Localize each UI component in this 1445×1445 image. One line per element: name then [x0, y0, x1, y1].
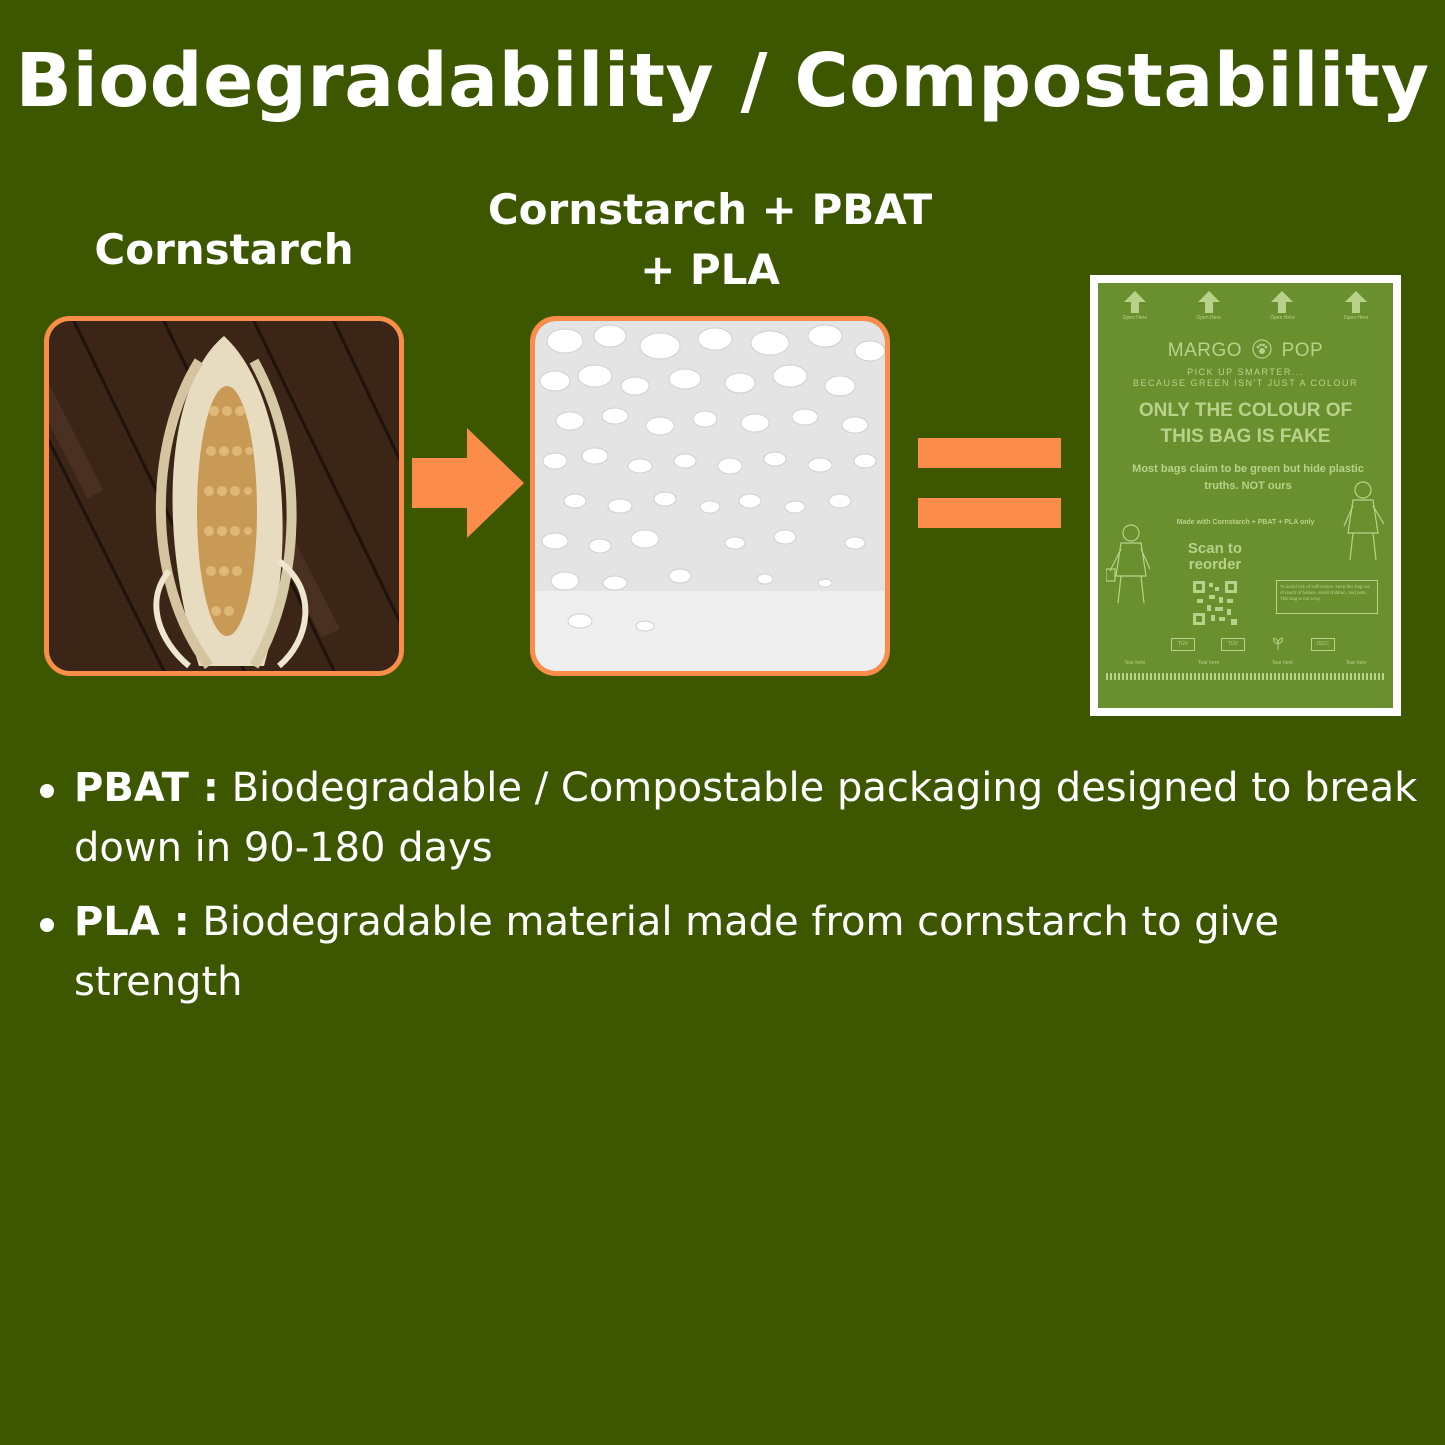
open-here-label: Open Here: [1343, 315, 1369, 321]
page-title: Biodegradability / Compostability: [15, 38, 1430, 124]
equals-bar-bottom: [918, 498, 1061, 528]
up-arrow-icon: [1197, 291, 1220, 313]
equals-bar-top: [918, 438, 1061, 468]
bag-print: Open Here Open Here Open Here Open Here …: [1098, 283, 1393, 708]
bag-mockup: Open Here Open Here Open Here Open Here …: [1090, 275, 1401, 716]
term-pla: PLA :: [74, 899, 190, 945]
tear-here-label: Tear here: [1198, 660, 1220, 666]
qr-code-icon[interactable]: [1193, 581, 1237, 625]
seedling-logo-icon: [1273, 637, 1283, 650]
brand-name: MARGO POP: [1098, 339, 1393, 362]
up-arrow-icon: [1345, 291, 1368, 313]
pellets-illustration: [535, 321, 885, 671]
term-pbat: PBAT :: [74, 765, 219, 811]
up-arrow-icon: [1123, 291, 1146, 313]
tear-here-label: Tear here: [1345, 660, 1367, 666]
suffocation-warning: To avoid risk of suffocation, keep this …: [1276, 580, 1378, 614]
corn-illustration: [49, 321, 399, 671]
scan-to-reorder: Scan to reorder: [1187, 540, 1243, 573]
open-here-row: Open Here Open Here Open Here Open Here: [1098, 291, 1393, 321]
list-item-pbat: PBAT : Biodegradable / Compostable packa…: [38, 758, 1418, 878]
tuv-logo: TÜV: [1221, 637, 1245, 651]
open-here-label: Open Here: [1270, 315, 1295, 321]
hazmat-figure-icon: [1343, 481, 1385, 561]
list-item-pla: PLA : Biodegradable material made from c…: [38, 892, 1418, 1012]
bag-made-with: Made with Cornstarch + PBAT + PLA only: [1176, 519, 1315, 526]
open-here-label: Open Here: [1196, 315, 1221, 321]
mix-label-line2: + PLA: [640, 245, 780, 294]
tear-here-label: Tear here: [1124, 660, 1146, 666]
up-arrow-icon: [1271, 291, 1294, 313]
brand-right: POP: [1281, 340, 1324, 361]
tear-here-row: Tear here Tear here Tear here Tear here: [1098, 660, 1393, 666]
certification-logos: TÜV TÜV ISCC: [1158, 635, 1348, 653]
tuv-logo: TÜV: [1171, 637, 1195, 651]
hazmat-figure-icon: [1106, 524, 1151, 604]
definition-list: PBAT : Biodegradable / Compostable packa…: [38, 758, 1418, 1026]
mix-label: Cornstarch + PBAT + PLA: [470, 180, 950, 300]
bag-subline: Most bags claim to be green but hide pla…: [1132, 463, 1364, 492]
tear-here-label: Tear here: [1271, 660, 1293, 666]
paw-logo-icon: [1252, 339, 1272, 359]
open-here-label: Open Here: [1122, 315, 1148, 321]
bag-tagline: PICK UP SMARTER... BECAUSE GREEN ISN'T J…: [1133, 367, 1358, 388]
mix-label-line1: Cornstarch + PBAT: [487, 185, 933, 234]
brand-left: MARGO: [1167, 340, 1243, 361]
definition-pla: Biodegradable material made from cornsta…: [74, 899, 1280, 1005]
bag-headline: ONLY THE COLOUR OF THIS BAG IS FAKE: [1138, 400, 1353, 447]
definition-pbat: Biodegradable / Compostable packaging de…: [74, 765, 1418, 871]
iscc-logo: ISCC: [1311, 637, 1335, 651]
perforation-line[interactable]: [1106, 673, 1385, 680]
corn-photo: [44, 316, 404, 676]
pellets-photo: [530, 316, 890, 676]
cornstarch-label: Cornstarch: [94, 225, 354, 274]
right-arrow-icon: [412, 428, 524, 538]
